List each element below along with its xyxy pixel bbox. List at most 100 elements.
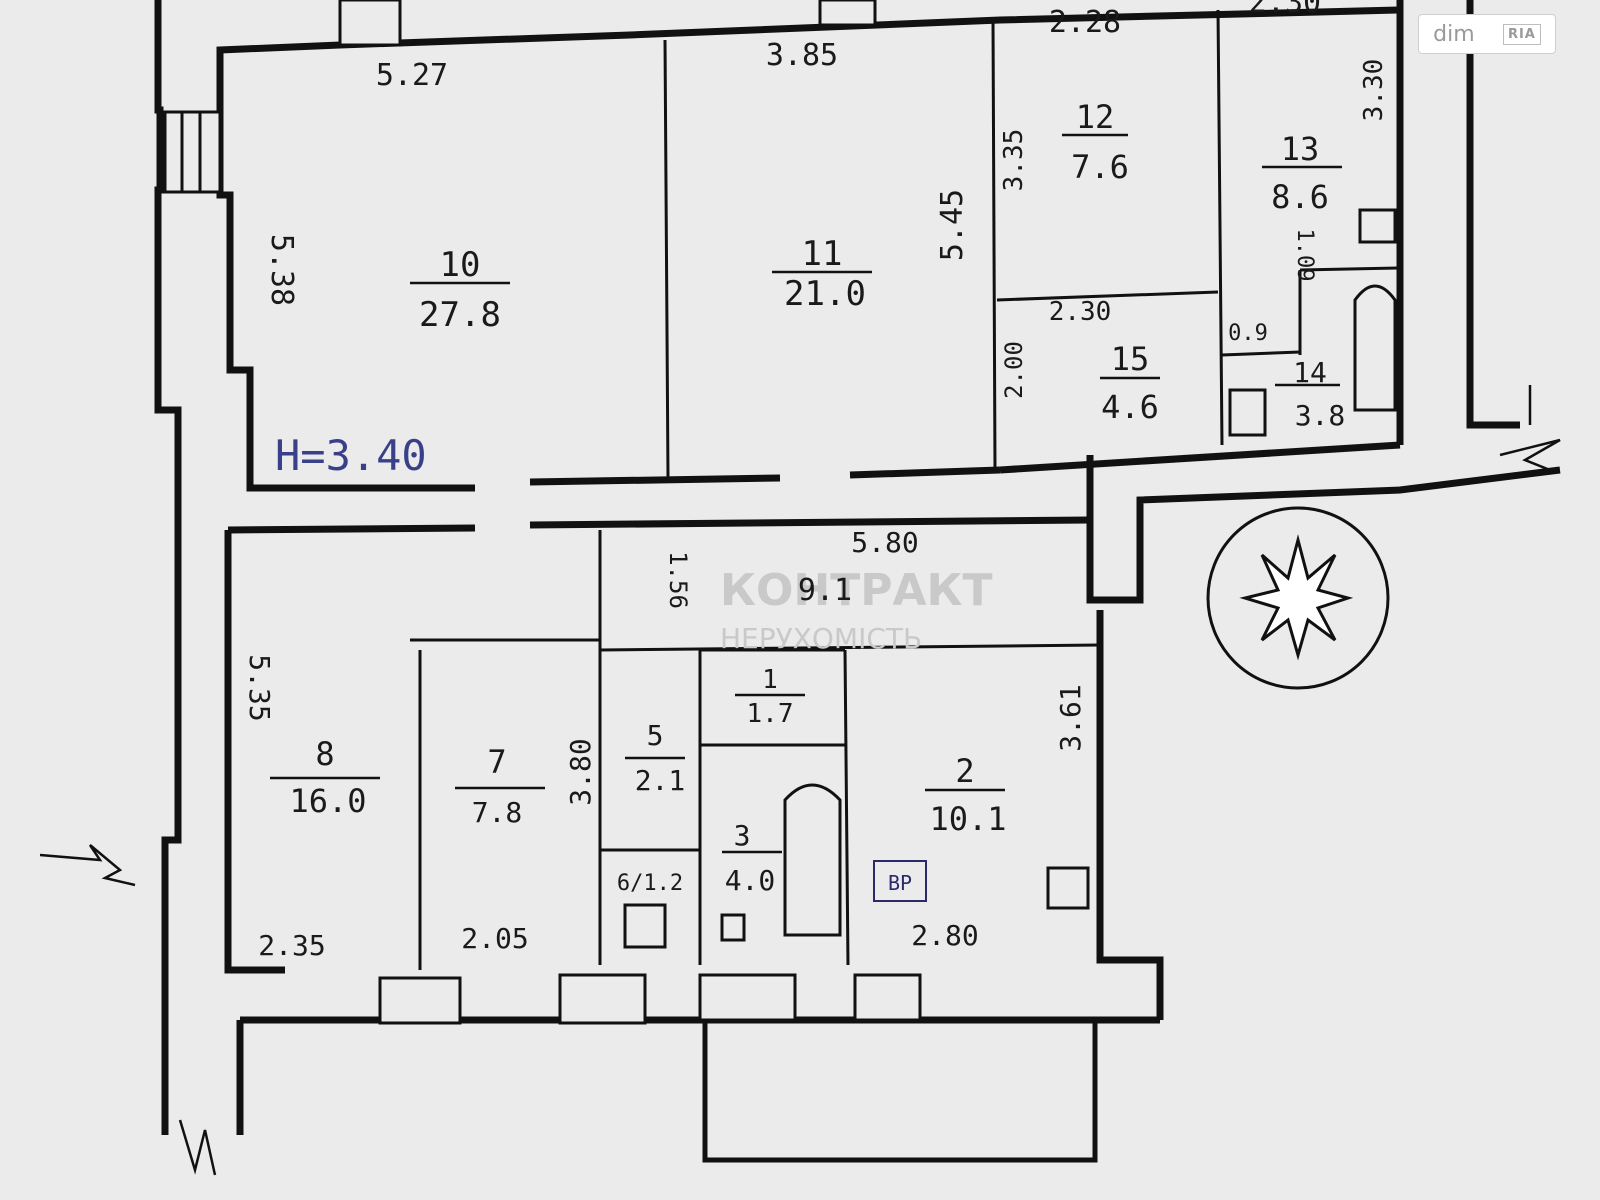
dim-3-61: 3.61: [1054, 684, 1087, 751]
lower-top-wall-b: [529, 516, 1091, 529]
washer-label: BP: [888, 871, 912, 895]
toilet-6: [623, 903, 667, 949]
dim-2-30: 2.30: [1049, 297, 1112, 327]
room13-area: 8.6: [1271, 178, 1329, 216]
dim-5-27: 5.27: [376, 58, 448, 93]
room10-number: 10: [440, 245, 481, 285]
partition-11-12: [991, 19, 997, 471]
watermark-line2: НЕРУХОМІСТЬ: [720, 622, 922, 655]
room7-number: 7: [487, 743, 506, 781]
window-left: [163, 110, 222, 194]
partition-10-11: [663, 39, 670, 479]
partition-14-top: [1221, 350, 1301, 357]
entrance-star-icon: [1206, 506, 1390, 690]
room1-area: 1.7: [747, 699, 794, 729]
break-marks: [39, 385, 1561, 1176]
window-10: [338, 0, 402, 47]
room15-area: 4.6: [1101, 388, 1159, 426]
room5-area: 2.1: [635, 764, 686, 797]
top-facade-wall: [216, 6, 1401, 110]
break-mark-bottom: [178, 1119, 217, 1176]
dim-2-35: 2.35: [258, 929, 325, 962]
dim-0-9: 0.9: [1228, 321, 1268, 346]
corridor-bottom: [599, 643, 1101, 652]
stove-2: [1046, 866, 1090, 910]
bathtub-3: [783, 783, 842, 937]
room6-label: 6/1.2: [617, 871, 683, 896]
lower-top-wall-a: [227, 524, 476, 534]
room7-area: 7.8: [472, 796, 523, 829]
room2-area: 10.1: [929, 800, 1006, 838]
washer-symbol: BP: [873, 860, 927, 902]
dim-5-45: 5.45: [935, 189, 970, 261]
ceiling-height-note: H=3.40: [275, 431, 427, 480]
room14-number: 14: [1293, 356, 1327, 389]
stove-13: [1358, 208, 1397, 244]
partition-12-13: [1216, 9, 1224, 446]
dim-5-38: 5.38: [264, 234, 299, 306]
window-7: [558, 973, 647, 1025]
dim-2-05: 2.05: [461, 922, 528, 955]
room3-area: 4.0: [725, 864, 776, 897]
dim-2-30-top: 2.30: [1249, 0, 1321, 20]
badge-ria-logo: RIA: [1502, 23, 1541, 45]
balcony: [702, 1020, 1098, 1163]
room8-number: 8: [315, 735, 334, 773]
room11-number: 11: [802, 234, 843, 274]
room12-number: 12: [1076, 98, 1115, 136]
sink-14: [1228, 388, 1267, 437]
dim-3-30: 3.30: [1359, 59, 1389, 122]
window-3: [698, 973, 797, 1022]
window-2: [853, 973, 922, 1022]
lower-right-wall: [1096, 610, 1164, 1020]
windows: [163, 0, 922, 1025]
room10-area: 27.8: [419, 295, 501, 335]
fixtures: [623, 208, 1397, 949]
room12-area: 7.6: [1071, 148, 1129, 186]
room14-area: 3.8: [1295, 399, 1346, 432]
room9-area: 9.1: [798, 573, 852, 608]
partition-12-15: [996, 290, 1219, 302]
listing-site-badge: dim RIA: [1418, 14, 1556, 54]
break-mark-right: [1499, 438, 1561, 472]
outer-right-wall: [1466, 0, 1520, 429]
room11-area: 21.0: [784, 274, 866, 314]
dim-1-56: 1.56: [664, 551, 692, 609]
window-8: [378, 976, 462, 1025]
corridor-top-wall-a: [529, 474, 781, 486]
dim-3-85: 3.85: [766, 38, 838, 73]
partitions: [410, 9, 1401, 970]
dim-5-80: 5.80: [851, 526, 918, 559]
dim-3-80: 3.80: [564, 738, 597, 805]
lower-left-wall: [224, 530, 285, 974]
fraction-bars: [270, 133, 1342, 854]
room15-number: 15: [1111, 340, 1150, 378]
entrance-wall: [1086, 455, 1561, 604]
dim-3-35: 3.35: [999, 129, 1029, 192]
partition-3-2: [843, 649, 850, 966]
room3-number: 3: [734, 819, 751, 852]
watermark-line1: КОНТРАКТ: [720, 565, 993, 616]
dim-2-00: 2.00: [1000, 341, 1028, 399]
room5-number: 5: [647, 719, 664, 752]
window-11: [818, 0, 877, 27]
dim-2-80: 2.80: [911, 919, 978, 952]
dim-2-28: 2.28: [1049, 5, 1121, 40]
upper-block-bottom-wall: [999, 441, 1401, 474]
room1-number: 1: [762, 665, 778, 695]
room-labels: 10 27.8 11 21.0 12 7.6 13 8.6 14 3.8 15 …: [289, 98, 1345, 897]
corridor-top-wall-b: [849, 466, 1001, 479]
sink-3: [720, 913, 746, 942]
bathtub-14: [1353, 284, 1397, 412]
watermark: КОНТРАКТ НЕРУХОМІСТЬ: [720, 565, 993, 655]
room2-number: 2: [955, 752, 974, 790]
room13-number: 13: [1281, 130, 1320, 168]
dim-1-09: 1.09: [1292, 229, 1317, 282]
outer-left-wall: [154, 0, 182, 1135]
badge-dim-text: dim: [1433, 21, 1475, 47]
dimension-labels: 5.27 3.85 2.28 2.30 2.30 5.80 2.35 2.05 …: [243, 0, 1389, 962]
room10-left-wall: [216, 110, 475, 492]
dim-5-35: 5.35: [243, 654, 276, 721]
